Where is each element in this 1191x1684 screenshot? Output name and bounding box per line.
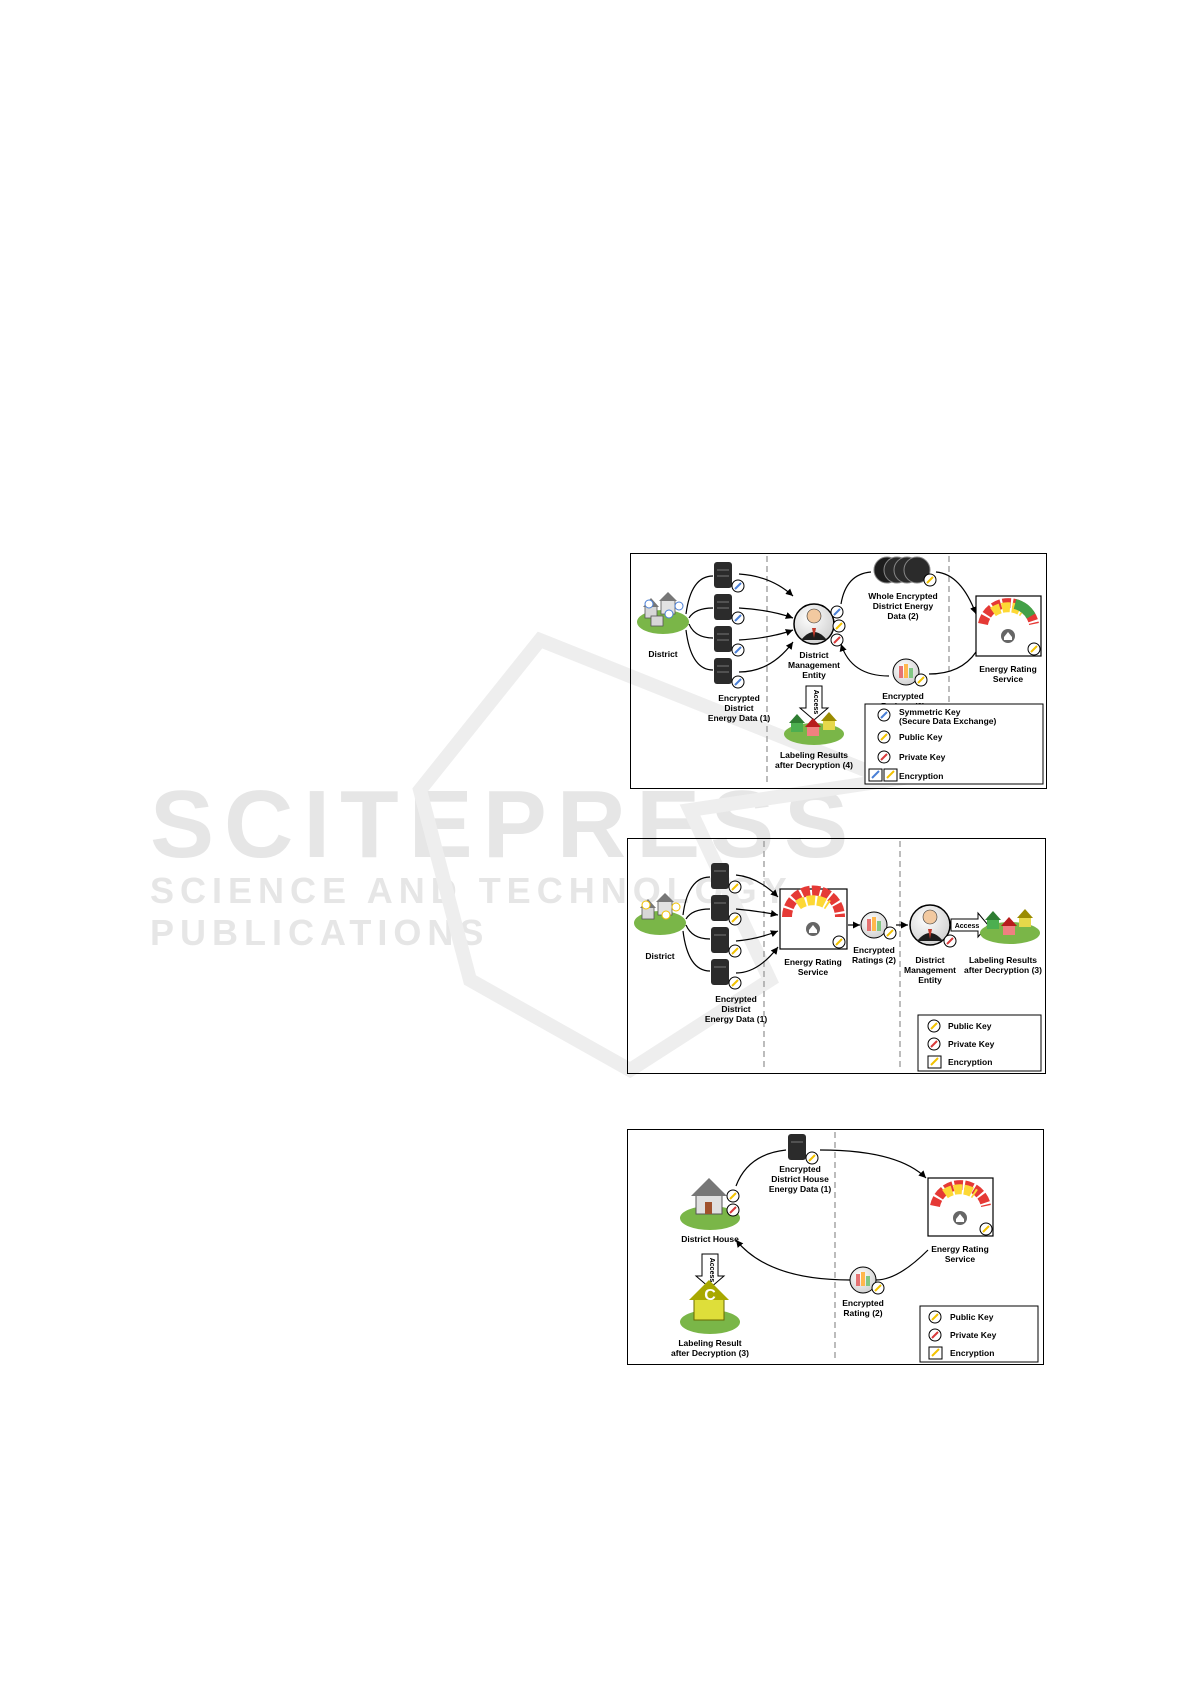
- svg-text:Access: Access: [708, 1258, 715, 1283]
- district-label: District: [648, 649, 677, 659]
- dme-label-3: Entity: [802, 670, 826, 680]
- ers-label-1: Energy Rating: [979, 664, 1037, 674]
- ers-label-2: Service: [993, 674, 1024, 684]
- svg-text:Private Key: Private Key: [950, 1330, 997, 1340]
- energy-gauge-icon: [779, 885, 848, 950]
- whole-label-2: District Energy: [873, 601, 934, 611]
- rating-doc-icon: [892, 658, 928, 687]
- energy-gauge-icon: [975, 595, 1042, 657]
- encrypted-data-label-3: Energy Data (1): [769, 1184, 832, 1194]
- encrypted-data-label-3: Energy Data (1): [705, 1014, 768, 1024]
- figure-2-diagram: District Encrypted District Energy Data …: [634, 841, 1042, 1072]
- svg-text:Private Key: Private Key: [948, 1039, 995, 1049]
- district-icon: [637, 592, 689, 634]
- svg-text:Encryption: Encryption: [948, 1057, 992, 1067]
- figure-3-diagram: District House Encrypted District House …: [671, 1132, 1039, 1363]
- watermark-logo: [412, 631, 917, 1079]
- figure-1-diagram: District Encrypted District Energy Data …: [637, 556, 1044, 786]
- svg-text:Private Key: Private Key: [899, 752, 946, 762]
- svg-text:Access: Access: [812, 690, 819, 715]
- house-icon: [680, 1178, 740, 1230]
- figure-3: District House Encrypted District House …: [627, 1129, 1044, 1365]
- access-arrow: Access: [694, 1253, 726, 1289]
- ratings-label-1: Encrypted: [853, 945, 895, 955]
- label-letter: C: [704, 1287, 716, 1304]
- labeled-house-icon: C: [680, 1280, 740, 1334]
- whole-label-1: Whole Encrypted: [868, 591, 937, 601]
- manager-icon: [909, 904, 957, 948]
- figure-2: District Encrypted District Energy Data …: [627, 838, 1046, 1074]
- labeling-label-2: after Decryption (3): [964, 965, 1042, 975]
- whole-label-3: Data (2): [887, 611, 918, 621]
- labeling-label-1: Labeling Result: [678, 1338, 741, 1348]
- legend: Public Key Private Key Encryption: [919, 1305, 1039, 1363]
- district-label: District: [645, 951, 674, 961]
- ers-label-2: Service: [945, 1254, 976, 1264]
- encrypted-data-label-3: Energy Data (1): [708, 713, 771, 723]
- labeling-label-2: after Decryption (3): [671, 1348, 749, 1358]
- dme-label-2: Management: [788, 660, 840, 670]
- svg-text:Encryption: Encryption: [950, 1348, 994, 1358]
- ers-label-1: Energy Rating: [931, 1244, 989, 1254]
- svg-text:Public Key: Public Key: [948, 1021, 992, 1031]
- ers-label-2: Service: [798, 967, 829, 977]
- figure-1: District Encrypted District Energy Data …: [630, 553, 1047, 789]
- manager-icon: [793, 603, 846, 647]
- labeling-label-1: Labeling Results: [969, 955, 1037, 965]
- rating-label-2: Rating (2): [843, 1308, 882, 1318]
- dme-label-3: Entity: [918, 975, 942, 985]
- svg-text:Access: Access: [955, 923, 980, 930]
- encrypted-data-label-2: District House: [771, 1174, 829, 1184]
- labeled-houses-icon: [784, 712, 844, 745]
- svg-text:Public Key: Public Key: [899, 732, 943, 742]
- watermark-subtitle: SCIENCE AND TECHNOLOGY PUBLICATIONS: [150, 870, 793, 953]
- server-icons: [711, 863, 742, 990]
- svg-text:(Secure Data Exchange): (Secure Data Exchange): [899, 716, 996, 726]
- district-icon: [634, 893, 686, 935]
- ers-label-1: Energy Rating: [784, 957, 842, 967]
- rating-doc-icon: [849, 1266, 885, 1295]
- encrypted-data-label-2: District: [724, 703, 753, 713]
- server-stack-icon: [873, 556, 937, 587]
- ratings-label-2: Ratings (2): [852, 955, 896, 965]
- rating-label-1: Encrypted: [842, 1298, 884, 1308]
- server-icon: [788, 1134, 819, 1165]
- server-icons: [714, 562, 745, 689]
- encrypted-data-label-1: Encrypted: [718, 693, 760, 703]
- ratings-label-1: Encrypted: [882, 691, 924, 701]
- dme-label-1: District: [915, 955, 944, 965]
- labeling-label-2: after Decryption (4): [775, 760, 853, 770]
- access-arrow: Access: [798, 685, 830, 721]
- dme-label-2: Management: [904, 965, 956, 975]
- legend: Public Key Private Key Encryption: [917, 1014, 1042, 1072]
- svg-text:Public Key: Public Key: [950, 1312, 994, 1322]
- rating-doc-icon: [860, 911, 897, 940]
- energy-gauge-icon: [927, 1177, 994, 1237]
- dme-label-1: District: [799, 650, 828, 660]
- encrypted-data-label-1: Encrypted: [715, 994, 757, 1004]
- encrypted-data-label-2: District: [721, 1004, 750, 1014]
- encrypted-data-label-1: Encrypted: [779, 1164, 821, 1174]
- legend: Symmetric Key (Secure Data Exchange) Pub…: [864, 703, 1044, 785]
- house-label: District House: [681, 1234, 739, 1244]
- svg-text:Symmetric Key: Symmetric Key: [899, 707, 961, 717]
- labeled-houses-icon: [980, 909, 1040, 944]
- labeling-label-1: Labeling Results: [780, 750, 848, 760]
- svg-text:Encryption: Encryption: [899, 771, 943, 781]
